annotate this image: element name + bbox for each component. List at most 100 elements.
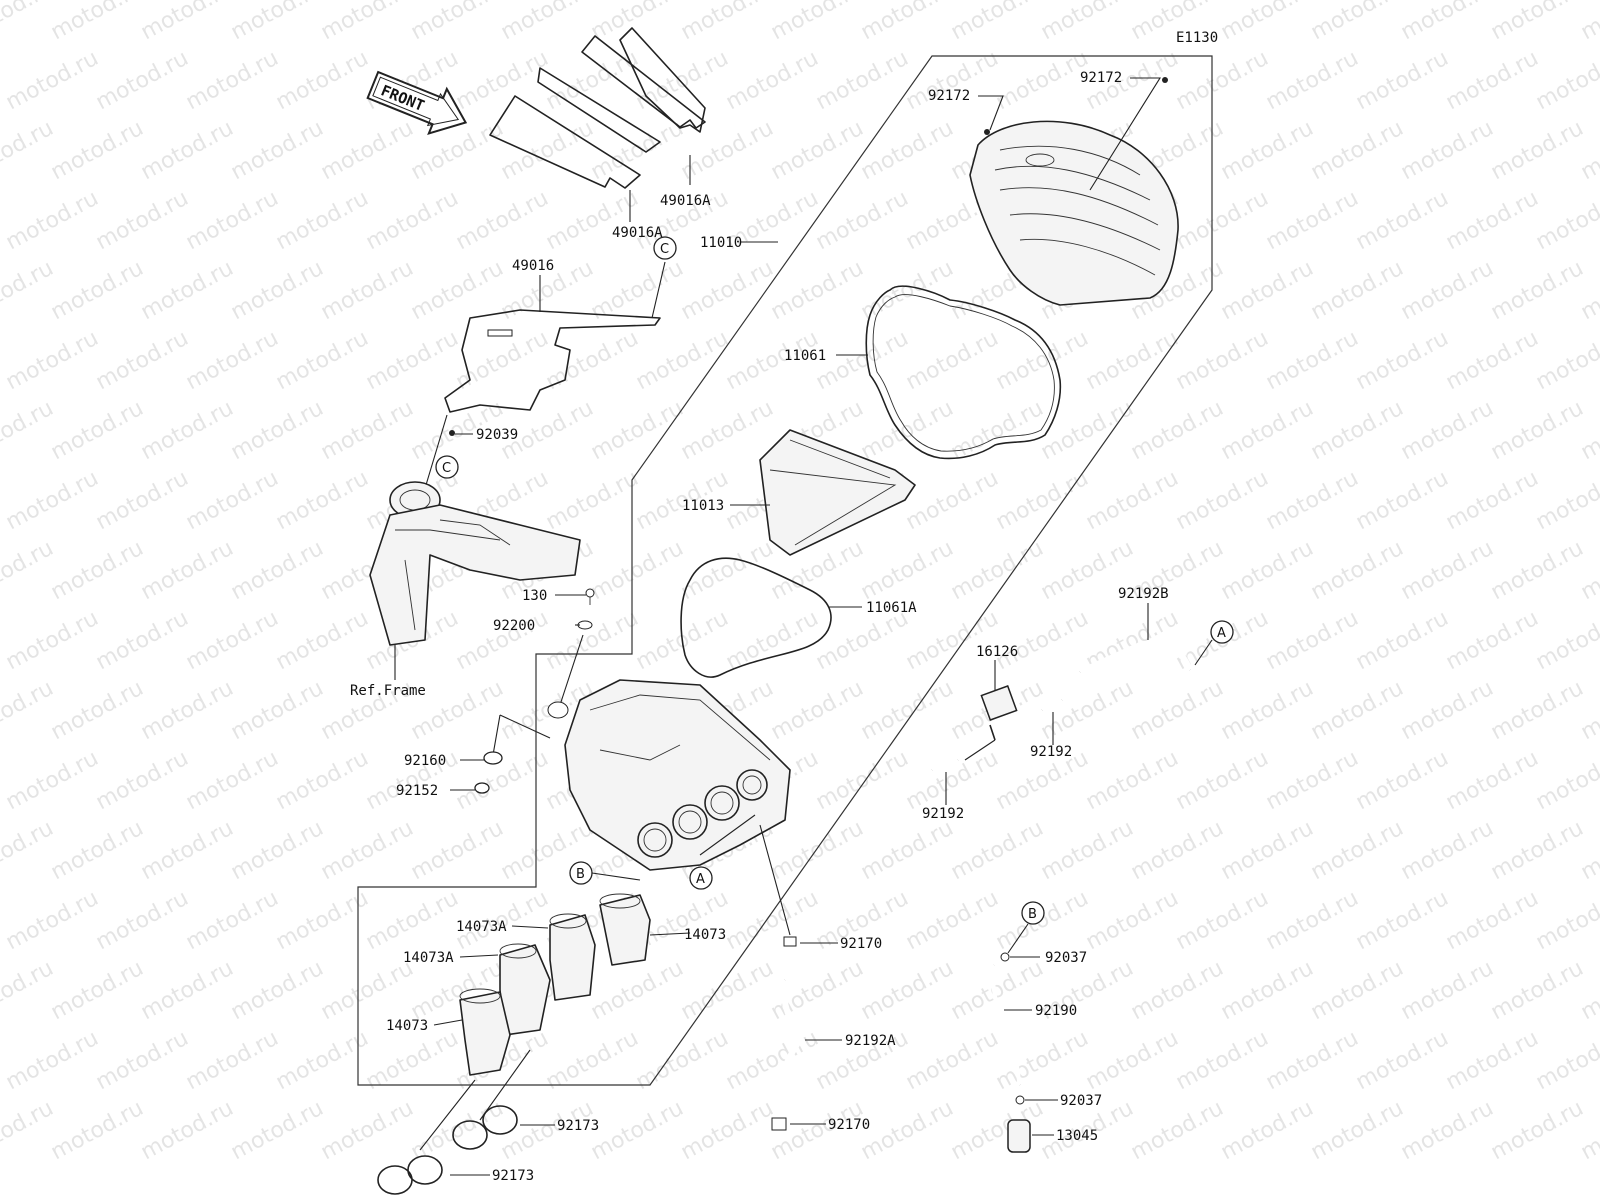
- watermark-text: motod.ru: [1352, 186, 1453, 255]
- callout-c-top: C: [653, 236, 677, 260]
- watermark-text: motod.ru: [317, 1096, 418, 1165]
- watermark-text: motod.ru: [317, 0, 418, 45]
- watermark-text: motod.ru: [47, 956, 148, 1025]
- watermark-text: motod.ru: [1217, 956, 1318, 1025]
- watermark-text: motod.ru: [47, 816, 148, 885]
- lower-airbox-housing: [547, 679, 791, 871]
- svg-text:A: A: [696, 872, 705, 887]
- watermark-text: motod.ru: [1532, 886, 1600, 955]
- watermark-text: motod.ru: [407, 816, 508, 885]
- watermark-text: motod.ru: [902, 886, 1003, 955]
- watermark-text: motod.ru: [1307, 396, 1408, 465]
- watermark-text: motod.ru: [407, 116, 508, 185]
- watermark-text: motod.ru: [857, 0, 958, 45]
- watermark-text: motod.ru: [722, 1026, 823, 1095]
- watermark-text: motod.ru: [0, 536, 58, 605]
- watermark-text: motod.ru: [182, 886, 283, 955]
- watermark-text: motod.ru: [1577, 0, 1600, 45]
- air-filter-11013: [759, 429, 916, 556]
- watermark-text: motod.ru: [767, 816, 868, 885]
- watermark-text: motod.ru: [92, 186, 193, 255]
- watermark-text: motod.ru: [137, 536, 238, 605]
- label-92152: 92152: [396, 783, 438, 799]
- callout-b-housing: B: [569, 861, 593, 885]
- watermark-text: motod.ru: [1487, 116, 1588, 185]
- watermark-text: motod.ru: [0, 816, 58, 885]
- label-92173-bottom: 92173: [492, 1168, 534, 1184]
- watermark-text: motod.ru: [1037, 816, 1138, 885]
- watermark-text: motod.ru: [0, 396, 58, 465]
- watermark-text: motod.ru: [1082, 886, 1183, 955]
- watermark-text: motod.ru: [1262, 186, 1363, 255]
- watermark-text: motod.ru: [947, 956, 1048, 1025]
- watermark-text: motod.ru: [227, 396, 328, 465]
- watermark-text: motod.ru: [92, 746, 193, 815]
- watermark-text: motod.ru: [677, 536, 778, 605]
- watermark-text: motod.ru: [992, 606, 1093, 675]
- gasket-11061A: [680, 557, 832, 678]
- watermark-text: motod.ru: [497, 0, 598, 45]
- watermark-text: motod.ru: [587, 1096, 688, 1165]
- watermark-text: motod.ru: [137, 676, 238, 745]
- label-49016A-bottom: 49016A: [612, 225, 663, 241]
- label-92200: 92200: [493, 618, 535, 634]
- watermark-text: motod.ru: [2, 886, 103, 955]
- watermark-text: motod.ru: [542, 186, 643, 255]
- watermark-text: motod.ru: [857, 536, 958, 605]
- label-92172-left: 92172: [928, 88, 970, 104]
- watermark-text: motod.ru: [227, 676, 328, 745]
- watermark-text: motod.ru: [1532, 186, 1600, 255]
- bracket-49016: [444, 309, 661, 413]
- watermark-text: motod.ru: [182, 1026, 283, 1095]
- watermark-text: motod.ru: [542, 606, 643, 675]
- label-13045: 13045: [1056, 1128, 1098, 1144]
- watermark-text: motod.ru: [92, 326, 193, 395]
- label-14073A-top: 14073A: [456, 919, 507, 935]
- watermark-text: motod.ru: [677, 956, 778, 1025]
- watermark-text: motod.ru: [857, 816, 958, 885]
- watermark-text: motod.ru: [0, 1096, 58, 1165]
- watermark-text: motod.ru: [1352, 1026, 1453, 1095]
- watermark-text: motod.ru: [1397, 396, 1498, 465]
- label-92037-bottom: 92037: [1060, 1093, 1102, 1109]
- watermark-text: motod.ru: [722, 46, 823, 115]
- watermark-text: motod.ru: [1262, 606, 1363, 675]
- watermark-text: motod.ru: [1487, 396, 1588, 465]
- watermark-text: motod.ru: [587, 956, 688, 1025]
- watermark-text: motod.ru: [227, 116, 328, 185]
- watermark-text: motod.ru: [1487, 536, 1588, 605]
- watermark-text: motod.ru: [1082, 466, 1183, 535]
- svg-text:C: C: [442, 461, 451, 476]
- watermark-text: motod.ru: [1262, 746, 1363, 815]
- watermark-text: motod.ru: [272, 186, 373, 255]
- watermark-text: motod.ru: [47, 256, 148, 325]
- watermark-text: motod.ru: [92, 886, 193, 955]
- watermark-text: motod.ru: [452, 186, 553, 255]
- watermark-text: motod.ru: [47, 396, 148, 465]
- watermark-text: motod.ru: [1442, 186, 1543, 255]
- watermark-text: motod.ru: [677, 396, 778, 465]
- watermark-text: motod.ru: [1082, 326, 1183, 395]
- assembly-outline: [357, 55, 1213, 1086]
- watermark-text: motod.ru: [47, 536, 148, 605]
- watermark-text: motod.ru: [857, 256, 958, 325]
- svg-text:B: B: [1028, 907, 1037, 922]
- watermark-text: motod.ru: [0, 256, 58, 325]
- watermark-text: motod.ru: [1217, 0, 1318, 45]
- watermark-text: motod.ru: [812, 746, 913, 815]
- watermark-text: motod.ru: [812, 326, 913, 395]
- watermark-text: motod.ru: [47, 0, 148, 45]
- watermark-text: motod.ru: [2, 1026, 103, 1095]
- watermark-text: motod.ru: [1172, 886, 1273, 955]
- label-92192-bottom: 92192: [922, 806, 964, 822]
- watermark-text: motod.ru: [2, 746, 103, 815]
- label-92173-top: 92173: [557, 1118, 599, 1134]
- watermark-text: motod.ru: [0, 116, 58, 185]
- watermark-text: motod.ru: [227, 956, 328, 1025]
- watermark-text: motod.ru: [1082, 1026, 1183, 1095]
- watermark-text: motod.ru: [1127, 396, 1228, 465]
- watermark-text: motod.ru: [1487, 956, 1588, 1025]
- watermark-text: motod.ru: [1532, 46, 1600, 115]
- label-92172-right: 92172: [1080, 70, 1122, 86]
- label-92160: 92160: [404, 753, 446, 769]
